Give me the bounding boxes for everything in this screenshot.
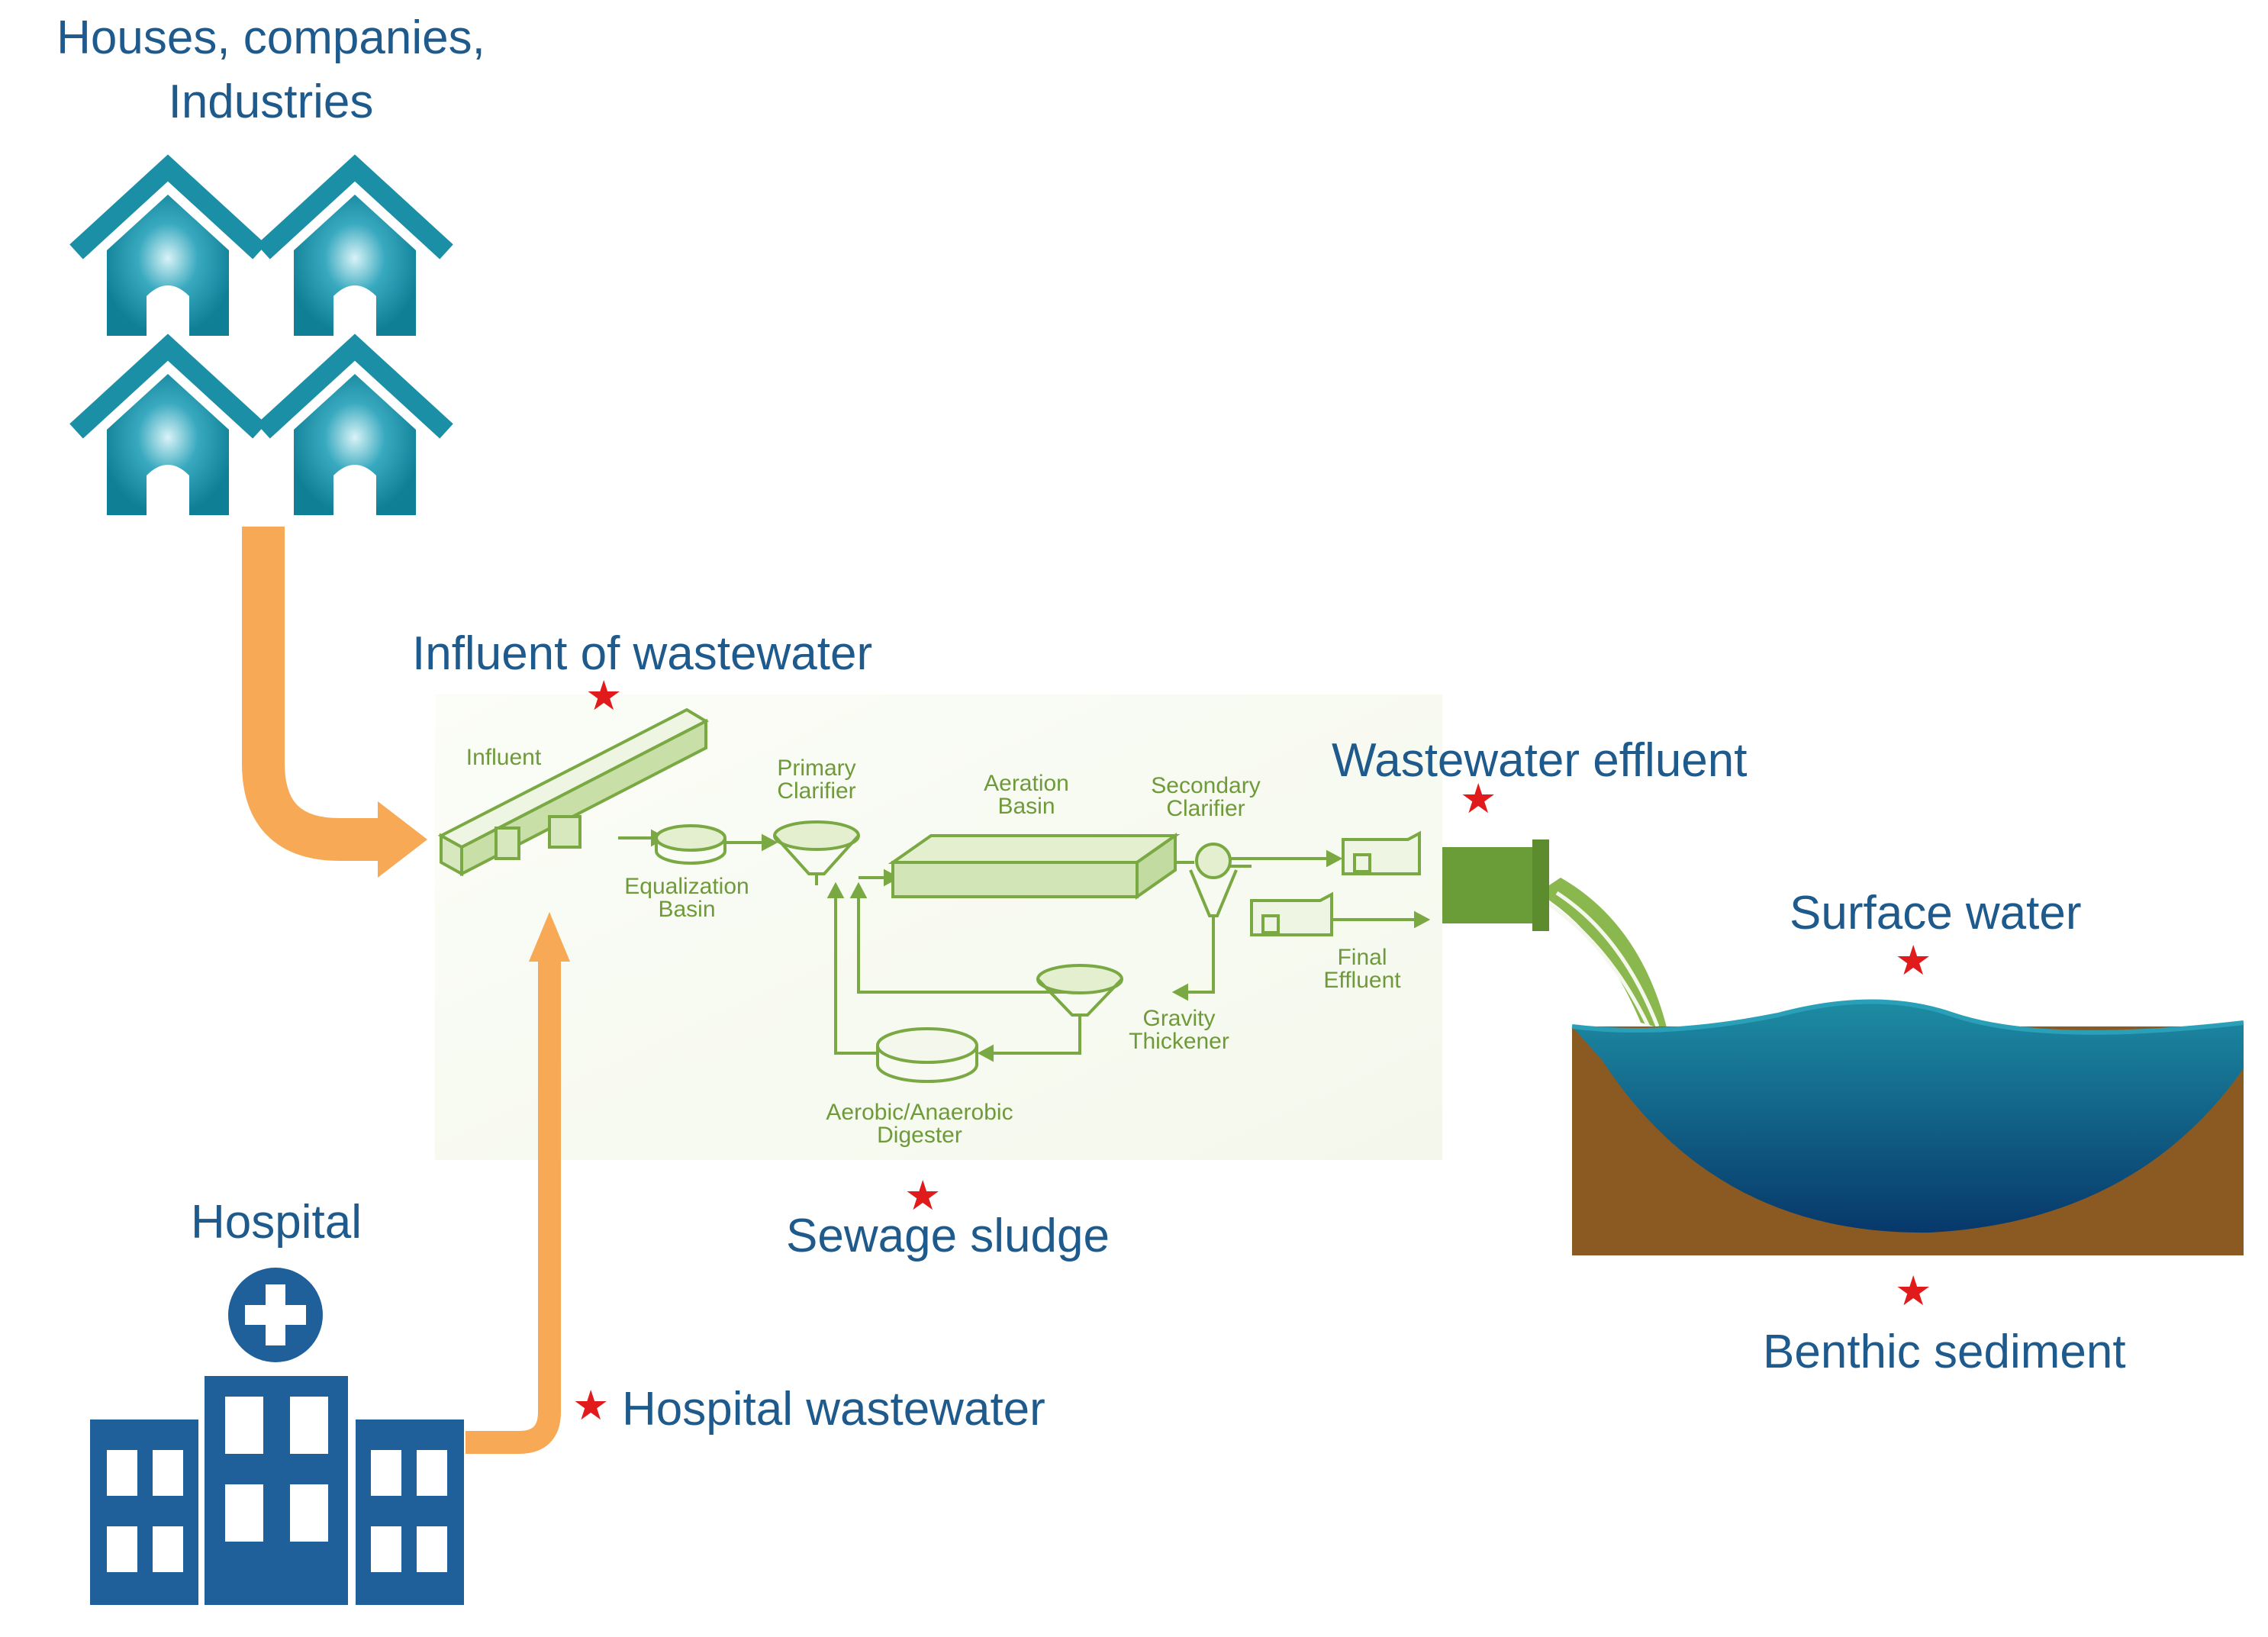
benthic-sediment-label: Benthic sediment	[1763, 1326, 2126, 1378]
hospital-ww-star-icon: ★	[572, 1381, 610, 1429]
plant-label-influent: Influent	[466, 745, 542, 770]
benthic-star-icon: ★	[1895, 1267, 1932, 1315]
house-icon	[69, 154, 266, 336]
houses-label-line2: Industries	[168, 75, 374, 128]
effluent-label: Wastewater effluent	[1332, 734, 1748, 787]
plant-label-gravity-thickener: Gravity Thickener	[1129, 1006, 1229, 1054]
hospital-label: Hospital	[191, 1196, 362, 1249]
surface-star-icon: ★	[1895, 936, 1932, 984]
wastewater-plant-diagram	[437, 707, 1431, 1083]
sewage-sludge-label: Sewage sludge	[786, 1210, 1110, 1262]
influent-star-icon: ★	[585, 672, 623, 720]
houses-label: Houses, companies, Industries	[42, 6, 500, 134]
house-icon	[256, 334, 453, 515]
plant-label-final-effluent: Final Effluent	[1323, 945, 1401, 993]
houses-label-line1: Houses, companies,	[56, 11, 485, 64]
influent-label: Influent of wastewater	[412, 627, 873, 680]
house-icon	[256, 154, 453, 336]
plant-label-secondary-clarifier: Secondary Clarifier	[1151, 773, 1261, 821]
sludge-star-icon: ★	[904, 1171, 942, 1220]
effluent-star-icon: ★	[1460, 775, 1497, 823]
plant-label-equalization-basin: Equalization Basin	[624, 874, 749, 922]
hospital-flow-arrow	[466, 912, 570, 1454]
surface-water-label: Surface water	[1790, 887, 2082, 939]
houses-flow-arrow	[242, 527, 427, 878]
plant-label-primary-clarifier: Primary Clarifier	[777, 756, 856, 804]
water-body-icon	[1571, 999, 2244, 1255]
outfall-pipe-icon	[1442, 839, 1667, 1030]
hospital-icon	[90, 1268, 464, 1605]
hospital-wastewater-label: Hospital wastewater	[622, 1383, 1045, 1436]
house-icon	[69, 334, 266, 515]
plant-label-aeration-basin: Aeration Basin	[984, 771, 1069, 819]
plant-label-digester: Aerobic/Anaerobic Digester	[826, 1100, 1013, 1148]
houses-group	[69, 154, 453, 515]
